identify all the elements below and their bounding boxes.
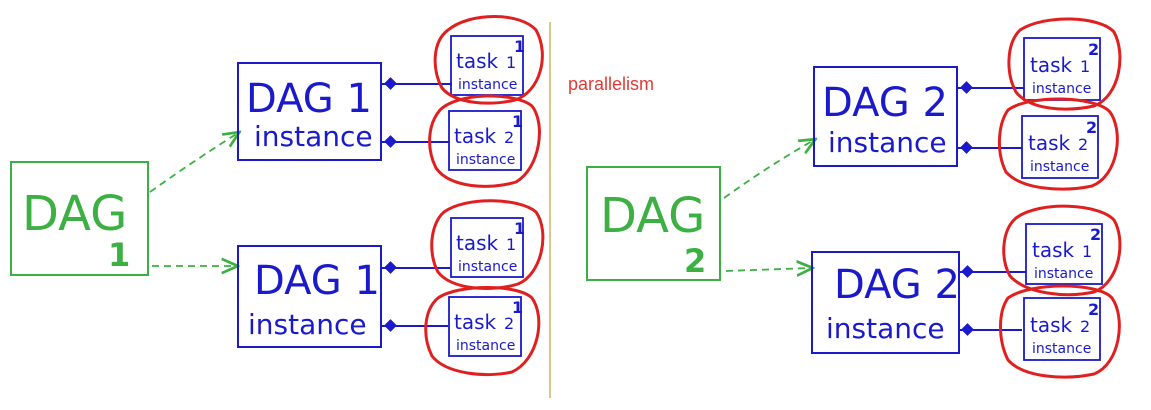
task-sub: instance (1032, 81, 1091, 97)
arrow-dag2-to-instance-bottom (725, 268, 811, 271)
task-2-dag1-top: task 2 1 instance (428, 94, 541, 188)
instance-subtitle: instance (826, 312, 945, 345)
task-box (1023, 297, 1101, 361)
red-circle (1007, 17, 1122, 111)
task-sub: instance (458, 77, 517, 93)
task-2-dag2-bottom: task 2 2 instance (999, 284, 1121, 379)
connector-diamond (960, 141, 973, 154)
dag-2-instance-top: DAG 2 instance (813, 66, 1024, 167)
dag-2-box (586, 166, 721, 281)
task-num: 1 (1080, 57, 1090, 76)
instance-title: DAG 1 (254, 258, 380, 304)
task-1-dag2-bottom: task 1 2 instance (1002, 204, 1122, 297)
task-2-dag1-bottom: task 2 1 instance (424, 286, 541, 377)
dag-1-instance-bottom: DAG 1 instance (237, 245, 450, 348)
task-word: task (454, 310, 497, 334)
instance-title: DAG 1 (246, 76, 372, 122)
arrow-dag1-to-instance-top (149, 133, 238, 193)
task-sub: instance (458, 259, 517, 275)
red-circle (428, 94, 541, 188)
connector-diamond (384, 319, 397, 332)
task-box (1021, 115, 1099, 179)
instance-title: DAG 2 (834, 262, 960, 308)
red-circle (997, 97, 1119, 191)
instance-subtitle: instance (828, 126, 947, 159)
task-word: task (1032, 238, 1075, 262)
red-circle (424, 286, 541, 377)
dag-2-number: 2 (684, 242, 706, 280)
instance-subtitle: instance (248, 308, 367, 341)
task-badge: 1 (512, 112, 523, 131)
task-num: 2 (504, 314, 514, 333)
dag-2-group: DAG 2 (586, 166, 721, 281)
connector-diamond (384, 261, 397, 274)
task-num: 2 (504, 128, 514, 147)
task-box (450, 217, 524, 278)
instance-box (237, 245, 382, 348)
dag-2-instance-bottom: DAG 2 instance (811, 251, 1026, 354)
task-num: 2 (1080, 317, 1090, 336)
arrow-dag2-to-instance-top (723, 140, 814, 199)
task-num: 1 (1082, 242, 1092, 261)
red-circle (1002, 204, 1122, 297)
instance-title: DAG 2 (822, 80, 948, 126)
parallelism-label: parallelism (568, 74, 654, 94)
instance-subtitle: instance (254, 120, 373, 153)
task-badge: 2 (1086, 118, 1097, 137)
task-word: task (456, 49, 499, 73)
task-word: task (1030, 53, 1073, 77)
dag-1-group: DAG 1 (10, 161, 149, 276)
task-num: 1 (506, 235, 516, 254)
task-badge: 1 (514, 37, 525, 56)
task-sub: instance (456, 152, 515, 168)
task-num: 2 (1078, 135, 1088, 154)
task-word: task (456, 231, 499, 255)
task-sub: instance (456, 338, 515, 354)
task-box (448, 110, 522, 171)
task-num: 1 (506, 53, 516, 72)
task-2-dag2-top: task 2 2 instance (997, 97, 1119, 191)
connector-diamond (384, 77, 397, 90)
red-circle (430, 199, 545, 290)
task-sub: instance (1034, 266, 1093, 282)
red-circle (999, 284, 1121, 379)
task-badge: 2 (1088, 40, 1099, 59)
task-badge: 1 (514, 219, 525, 238)
instance-box (237, 62, 382, 161)
dag-1-instance-top: DAG 1 instance (237, 62, 452, 161)
instance-box (811, 251, 960, 354)
connector-diamond (961, 323, 974, 336)
task-sub: instance (1030, 159, 1089, 175)
dag-2-label: DAG (600, 188, 705, 244)
connector-diamond (960, 81, 973, 94)
task-badge: 2 (1088, 300, 1099, 319)
dag-1-number: 1 (108, 236, 130, 274)
task-badge: 2 (1090, 225, 1101, 244)
connector-diamond (961, 265, 974, 278)
task-box (448, 296, 522, 357)
task-sub: instance (1032, 341, 1091, 357)
dag-1-box (10, 161, 149, 276)
task-badge: 1 (512, 298, 523, 317)
instance-box (813, 66, 958, 167)
dag-1-label: DAG (22, 186, 127, 242)
task-word: task (1030, 313, 1073, 337)
task-word: task (454, 124, 497, 148)
task-word: task (1028, 131, 1071, 155)
task-1-dag2-top: task 1 2 instance (1007, 17, 1122, 111)
task-1-dag1-top: task 1 1 instance (433, 15, 544, 105)
task-box (1025, 223, 1103, 285)
connector-diamond (384, 135, 397, 148)
task-1-dag1-bottom: task 1 1 instance (430, 199, 545, 290)
